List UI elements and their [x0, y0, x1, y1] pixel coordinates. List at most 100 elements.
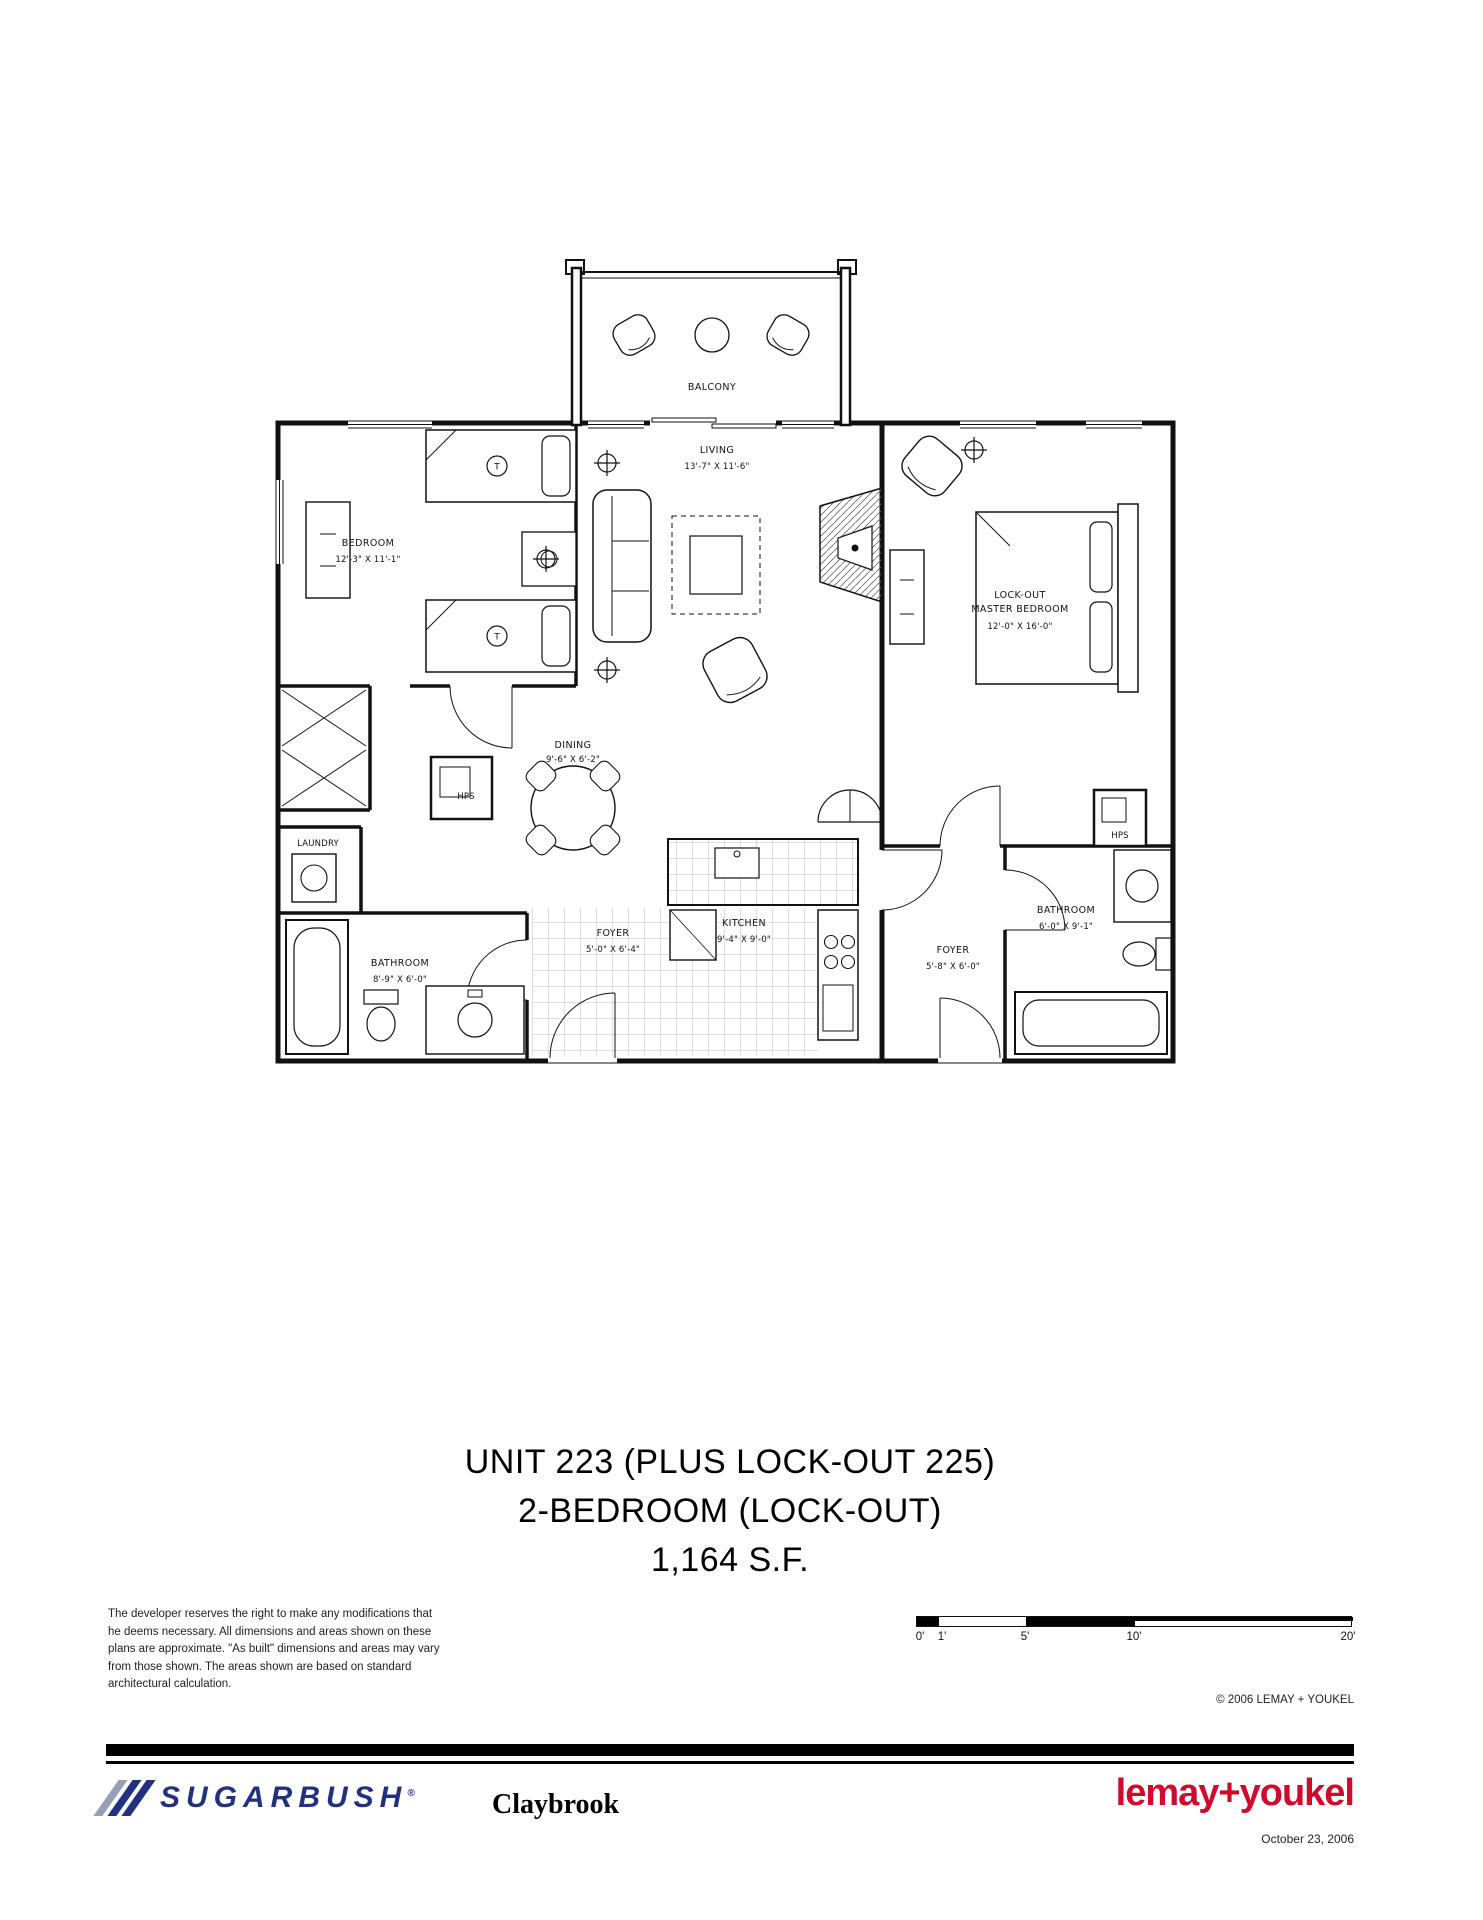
scale-labels: 0' 1' 5' 10' 20': [915, 1631, 1356, 1649]
floor-plan-drawing: BALCONY: [274, 259, 1176, 1064]
foyer-lockout-label: FOYER: [937, 945, 970, 956]
architect-logo: lemay+youkel: [1115, 1772, 1355, 1814]
divider-rule-thick: [106, 1744, 1354, 1756]
entry-gap-lockout: [938, 1055, 1002, 1063]
living-label: LIVING: [700, 445, 734, 456]
sofa: [592, 489, 652, 643]
scale-label-1: 1': [937, 1631, 947, 1643]
scale-label-10: 10': [1126, 1631, 1142, 1643]
laundry-label: LAUNDRY: [297, 839, 339, 849]
closet-bifold-doors: [281, 689, 367, 807]
armchair-living: [702, 636, 768, 704]
refrigerator: [669, 909, 717, 961]
door-bathroom-lockout: [1004, 869, 1066, 931]
bed-marker-2: T: [493, 633, 500, 643]
master-bed: [975, 503, 1139, 693]
bedroom-dims: 12'-3" X 11'-1": [335, 555, 400, 565]
disclaimer-text: The developer reserves the right to make…: [108, 1608, 440, 1690]
bathtub-lockout: [1014, 991, 1168, 1055]
sugarbush-stripes-icon: [93, 1780, 156, 1816]
sugarbush-text: SUGARBUSH: [160, 1781, 408, 1814]
kitchen-label: KITCHEN: [722, 918, 766, 929]
title-line-2: 2-BEDROOM (LOCK-OUT): [518, 1492, 942, 1530]
registered-mark: ®: [407, 1788, 421, 1799]
scale-segment: [1026, 1617, 1135, 1626]
window-living-right: [782, 419, 834, 429]
kitchen-counter: [667, 838, 859, 906]
bathtub-main: [285, 919, 349, 1055]
sheet-date: October 23, 2006: [1261, 1832, 1354, 1846]
scale-segment: [1135, 1617, 1353, 1621]
sugarbush-wordmark: SUGARBUSH®: [160, 1781, 421, 1815]
bedroom-label: BEDROOM: [342, 538, 394, 549]
sugarbush-logo: SUGARBUSH®: [93, 1780, 421, 1816]
entry-gap-main: [548, 1055, 617, 1063]
bathroom-lockout-label: BATHROOM: [1037, 905, 1095, 916]
foyer-lockout-dims: 5'-8" X 6'-0": [926, 962, 980, 972]
master-label-2: MASTER BEDROOM: [971, 604, 1068, 615]
door-entry-lockout: [939, 997, 1001, 1059]
balcony-label: BALCONY: [688, 382, 736, 393]
master-dims: 12'-0" X 16'-0": [987, 622, 1052, 632]
entertainment-center: [819, 487, 883, 604]
patio-chair-right: [766, 314, 810, 356]
window-master-left: [960, 419, 1036, 429]
hps-closet-main: HPS: [429, 755, 494, 821]
ceiling-fixture-icons: [533, 437, 987, 683]
twin-bed-2: T: [425, 599, 577, 673]
toilet-main: [363, 989, 399, 1042]
window-bedroom: [348, 419, 432, 429]
title-line-3: 1,164 S.F.: [650, 1541, 810, 1579]
bathroom-main-dims: 8'-9" X 6'-0": [373, 975, 427, 985]
title-line-1: UNIT 223 (PLUS LOCK-OUT 225): [464, 1443, 996, 1481]
bathroom-lockout-dims: 6'-0" X 9'-1": [1039, 922, 1093, 932]
door-master-bedroom: [939, 785, 1001, 847]
bathroom-main-label: BATHROOM: [371, 958, 429, 969]
scale-label-0: 0': [915, 1631, 925, 1643]
floor-plan-area: BALCONY: [260, 250, 1200, 1080]
dining-set: [525, 760, 621, 856]
window-bedroom-side: [274, 480, 284, 564]
divider-rule-thin: [106, 1761, 1354, 1764]
window-master-right: [1086, 419, 1142, 429]
scale-label-20: 20': [1340, 1631, 1356, 1643]
dining-dims: 9'-6" X 6'-2": [546, 755, 600, 765]
scale-segment: [917, 1617, 939, 1626]
patio-chair-left: [612, 314, 656, 356]
range-stove: [817, 909, 859, 1041]
hps-lockout-label: HPS: [1111, 831, 1129, 841]
dresser-bedroom: [305, 501, 351, 599]
door-entry-main: [549, 992, 616, 1059]
copyright-text: © 2006 LEMAY + YOUKEL: [1216, 1694, 1354, 1706]
balcony: BALCONY: [565, 259, 857, 427]
scale-bar: 0' 1' 5' 10' 20': [915, 1616, 1356, 1649]
hps-main-label: HPS: [457, 792, 475, 802]
door-lockout-connector: [881, 849, 943, 911]
title-block: UNIT 223 (PLUS LOCK-OUT 225) 2-BEDROOM (…: [0, 1438, 1460, 1585]
vanity-main: [425, 985, 525, 1055]
door-bedroom: [449, 685, 513, 749]
foyer-main-dims: 5'-0" X 6'-4": [586, 945, 640, 955]
armchair-master: [901, 435, 963, 497]
scale-label-5: 5': [1020, 1631, 1030, 1643]
twin-bed-1: T: [425, 429, 577, 503]
vanity-lockout: [1113, 849, 1172, 923]
project-name: Claybrook: [492, 1789, 620, 1820]
room-labels: BEDROOM 12'-3" X 11'-1" LIVING 13'-7" X …: [335, 445, 1095, 985]
living-dims: 13'-7" X 11'-6": [684, 462, 749, 472]
scale-bar-graphic: [916, 1616, 1353, 1627]
master-label-1: LOCK-OUT: [994, 590, 1045, 601]
dresser-master: [889, 549, 925, 645]
patio-table: [694, 317, 730, 353]
kitchen-dims: 9'-4" X 9'-0": [717, 935, 771, 945]
hps-closet-lockout: HPS: [1092, 788, 1148, 848]
laundry-closet: LAUNDRY: [291, 839, 339, 903]
coffee-table: [671, 515, 761, 615]
foyer-main-label: FOYER: [597, 928, 630, 939]
sliding-door: [650, 417, 777, 429]
bed-marker-1: T: [493, 463, 500, 473]
arch-opening: [817, 789, 883, 823]
dining-label: DINING: [555, 740, 592, 751]
toilet-lockout: [1122, 937, 1172, 971]
